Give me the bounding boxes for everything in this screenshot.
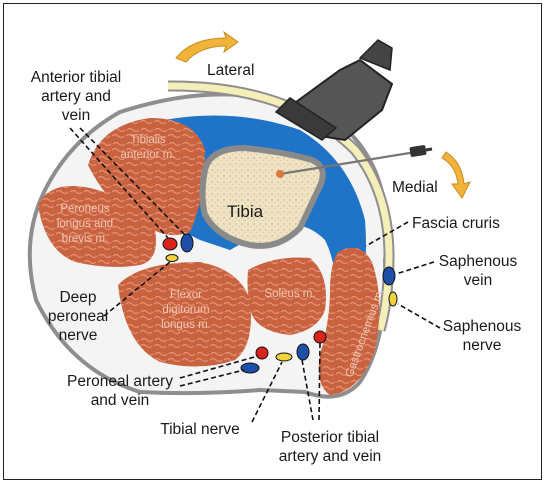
label-deep-peroneal-3: nerve: [59, 327, 98, 344]
label-saphenous-vein-1: Saphenous: [439, 253, 518, 270]
label-peroneus-3: brevis m.: [62, 233, 109, 245]
label-anterior-tibial-2: artery and: [41, 88, 111, 105]
lateral-arrow-icon: [176, 32, 238, 62]
label-tibial-nerve: Tibial nerve: [160, 421, 240, 438]
label-tibialis: Tibialis: [130, 134, 166, 146]
label-anterior-tibial-3: vein: [62, 107, 90, 124]
leader-saphenous-vein: [396, 262, 434, 274]
saphenous-nerve: [389, 292, 397, 306]
label-posterior-tibial-2: artery and vein: [279, 448, 382, 465]
label-deep-peroneal-1: Deep: [59, 289, 96, 306]
label-peroneus: Peroneus: [60, 203, 109, 215]
label-fascia-cruris: Fascia cruris: [412, 215, 500, 232]
anterior-tibial-artery: [163, 238, 177, 250]
label-saphenous-nerve-2: nerve: [463, 337, 502, 354]
label-flexor-3: longus m.: [161, 319, 211, 331]
label-peroneal-artery-2: and vein: [91, 392, 150, 409]
peroneal-vein: [241, 363, 259, 373]
label-flexor-2: digitorum: [162, 304, 209, 316]
medial-arrow-icon: [442, 152, 470, 198]
label-posterior-tibial-1: Posterior tibial: [281, 429, 379, 446]
deep-peroneal-nerve: [166, 255, 178, 262]
tibial-nerve: [276, 353, 292, 361]
label-deep-peroneal-2: peroneal: [48, 308, 108, 325]
posterior-tibial-vein: [297, 344, 309, 360]
leader-saphenous-nerve: [398, 304, 440, 328]
label-medial: Medial: [392, 179, 438, 196]
label-tibia: Tibia: [227, 202, 264, 221]
anterior-tibial-vein: [181, 234, 193, 252]
label-flexor: Flexor: [170, 289, 202, 301]
label-saphenous-nerve-1: Saphenous: [443, 318, 522, 335]
label-anterior-tibial-1: Anterior tibial: [31, 69, 121, 86]
label-lateral: Lateral: [207, 62, 254, 79]
label-tibialis-2: anterior m.: [121, 149, 176, 161]
label-peroneus-2: longus and: [57, 218, 113, 230]
posterior-tibial-artery: [314, 331, 326, 343]
peroneal-artery: [256, 347, 268, 359]
saphenous-vein: [383, 267, 395, 285]
label-soleus: Soleus m.: [264, 288, 315, 300]
label-saphenous-vein-2: vein: [464, 272, 492, 289]
label-peroneal-artery-1: Peroneal artery: [67, 373, 173, 390]
